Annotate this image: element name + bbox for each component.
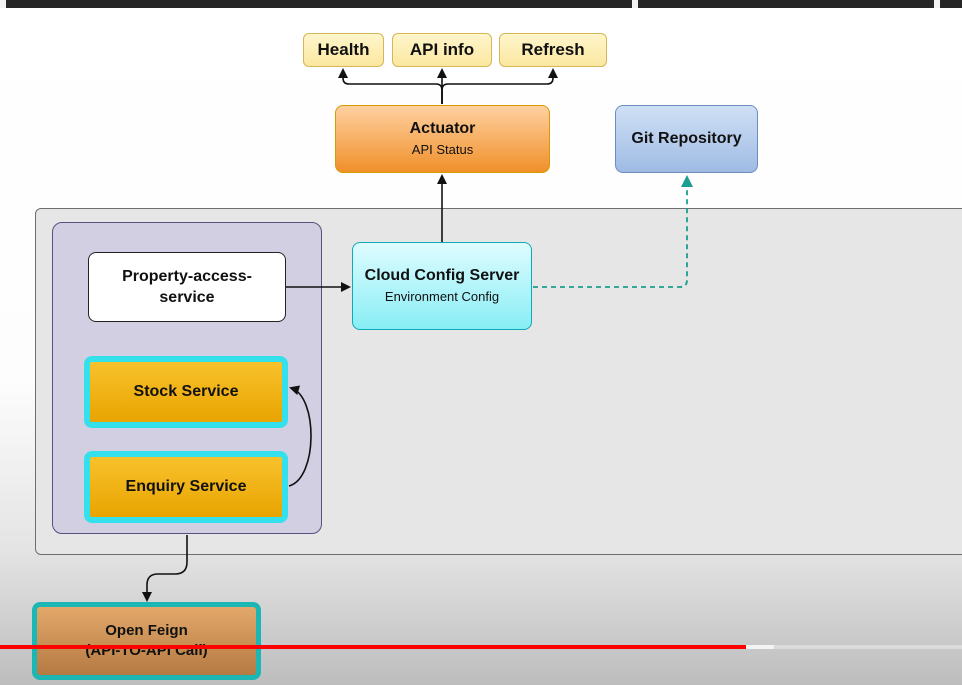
endpoint-refresh: Refresh	[499, 33, 607, 67]
top-bar-segment	[632, 0, 638, 8]
actuator-subtitle: API Status	[411, 142, 474, 157]
cloud-config-server-subtitle: Environment Config	[384, 289, 500, 304]
property-access-service-line1: Property-access-	[122, 268, 252, 285]
stock-service-label: Stock Service	[133, 383, 239, 400]
enquiry-service-node: Enquiry Service	[84, 451, 288, 523]
endpoint-api-info-label: API info	[409, 40, 475, 59]
top-bar-segment	[934, 0, 940, 8]
arrow-actuator-refresh	[441, 68, 558, 104]
property-access-service-line2: service	[159, 289, 215, 306]
video-progress-bar[interactable]	[0, 645, 746, 649]
actuator-node: Actuator API Status	[335, 105, 550, 173]
open-feign-title: Open Feign	[105, 622, 188, 639]
endpoint-health: Health	[303, 33, 384, 67]
endpoint-health-label: Health	[317, 40, 370, 59]
arrow-config-git	[533, 175, 693, 288]
video-buffered-bar	[746, 645, 774, 649]
stock-service-node: Stock Service	[84, 356, 288, 428]
top-bar-segment	[0, 0, 6, 8]
git-repository-label: Git Repository	[631, 130, 742, 147]
top-bar	[0, 0, 962, 8]
enquiry-service-label: Enquiry Service	[125, 478, 247, 495]
actuator-title: Actuator	[409, 120, 476, 137]
endpoint-api-info: API info	[392, 33, 492, 67]
arrow-group-feign	[142, 535, 188, 602]
open-feign-node: Open Feign (API-TO-API Call)	[32, 602, 261, 680]
cloud-config-server-title: Cloud Config Server	[364, 267, 520, 284]
cloud-config-server-node: Cloud Config Server Environment Config	[352, 242, 532, 330]
arrow-actuator-health	[338, 68, 443, 104]
open-feign-subtitle: (API-TO-API Call)	[85, 642, 208, 659]
endpoint-refresh-label: Refresh	[521, 40, 585, 59]
git-repository-node: Git Repository	[615, 105, 758, 173]
property-access-service-node: Property-access- service	[88, 252, 286, 322]
arrow-enquiry-stock	[288, 385, 312, 487]
